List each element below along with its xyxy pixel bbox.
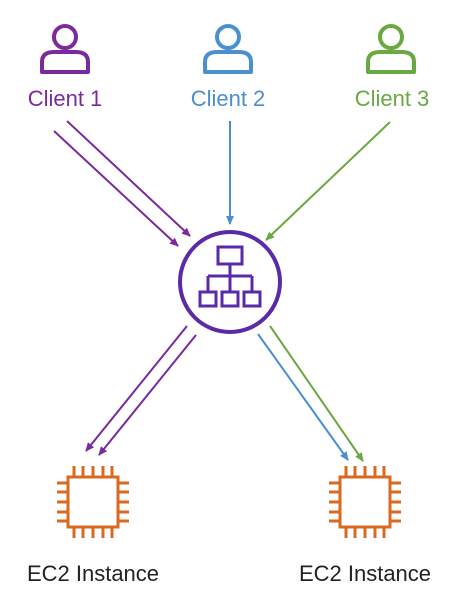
client-2-label: Client 2 [191, 86, 266, 111]
arrow-client3-to-lb [265, 121, 391, 241]
arrow-lb-to-ec2-left-b [98, 334, 197, 456]
ec2-instance-left: EC2 Instance [27, 466, 159, 586]
ec2-chip-icon [57, 466, 129, 538]
client-3-node: Client 3 [355, 24, 430, 111]
user-icon [203, 24, 253, 74]
load-balancer-icon [198, 245, 262, 308]
arrow-lb-to-ec2-right-blue [257, 333, 349, 461]
ec2-instance-right-label: EC2 Instance [299, 561, 431, 586]
client-3-label: Client 3 [355, 86, 430, 111]
client-2-node: Client 2 [191, 24, 266, 111]
client-1-node: Client 1 [28, 24, 103, 111]
arrow-client1-to-lb-a [66, 120, 191, 237]
client-1-label: Client 1 [28, 86, 103, 111]
ec2-instance-right: EC2 Instance [299, 466, 431, 586]
arrow-client1-to-lb-b [53, 130, 179, 247]
arrow-lb-to-ec2-left-a [85, 325, 188, 452]
user-icon [40, 24, 90, 74]
user-icon [366, 24, 416, 74]
arrow-lb-to-ec2-right-green [269, 325, 364, 462]
client-arrows [53, 120, 391, 247]
ec2-instance-left-label: EC2 Instance [27, 561, 159, 586]
instance-arrows [85, 325, 364, 462]
load-balancer-node [178, 230, 282, 334]
ec2-chip-icon [329, 466, 401, 538]
